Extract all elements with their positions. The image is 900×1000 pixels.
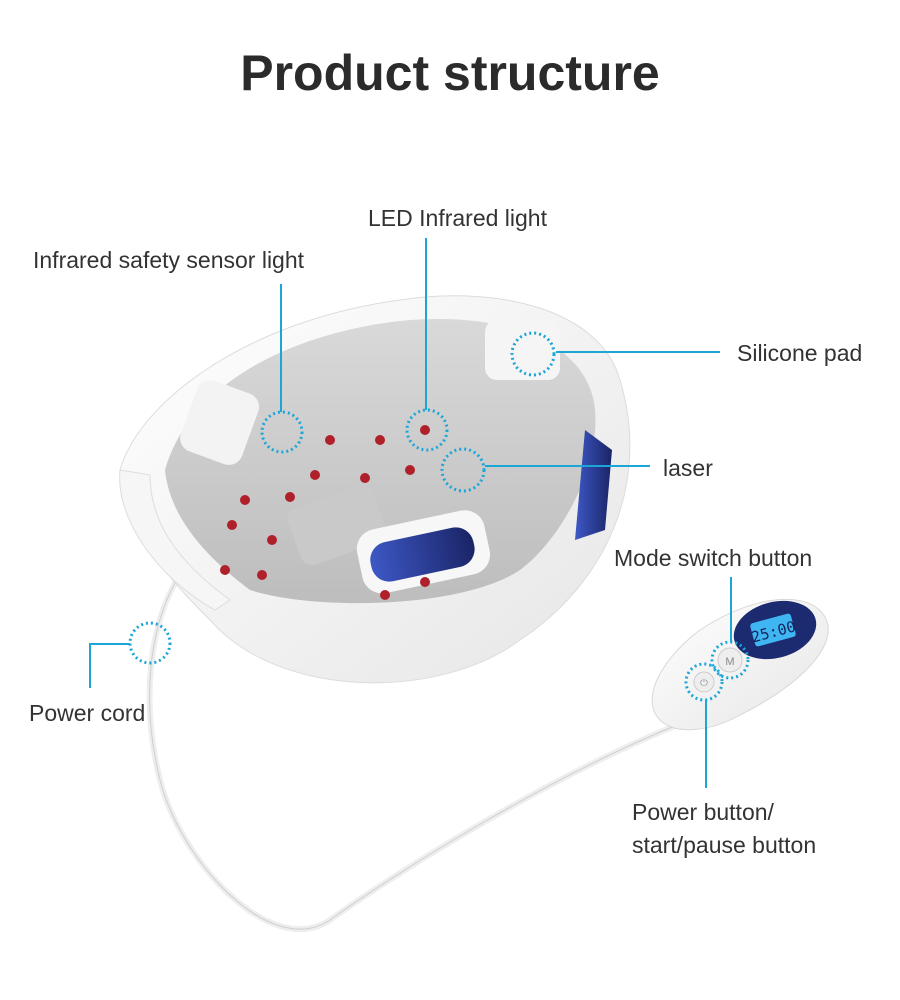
label-laser: laser — [663, 455, 713, 481]
remote-control: 25:00 M ⏻ — [651, 598, 829, 731]
callout-lines — [89, 238, 750, 788]
label-led-infrared-light: LED Infrared light — [368, 205, 547, 231]
page-title: Product structure — [240, 45, 660, 101]
label-infrared-safety-sensor: Infrared safety sensor light — [33, 247, 305, 273]
label-silicone-pad: Silicone pad — [737, 340, 863, 366]
label-start-pause-button: start/pause button — [632, 832, 817, 858]
helmet — [119, 295, 631, 684]
power-button[interactable] — [693, 671, 715, 693]
svg-text:M: M — [725, 656, 734, 668]
label-power-cord: Power cord — [29, 700, 146, 726]
power-icon: ⏻ — [700, 678, 708, 689]
label-power-button: Power button/ — [632, 799, 774, 825]
mode-switch-button[interactable] — [717, 647, 743, 673]
label-mode-switch-button: Mode switch button — [614, 545, 813, 571]
